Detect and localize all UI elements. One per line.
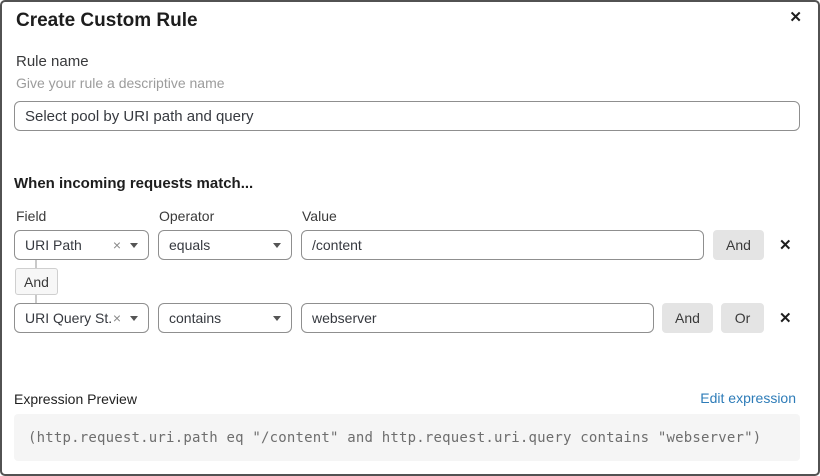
remove-condition-icon[interactable]: ✕ xyxy=(779,236,792,254)
operator-select-value: contains xyxy=(169,310,222,326)
and-button[interactable]: And xyxy=(662,303,713,333)
clear-selection-icon[interactable]: × xyxy=(112,310,121,326)
dialog-title: Create Custom Rule xyxy=(16,10,198,31)
operator-select[interactable]: equals xyxy=(158,230,292,260)
chevron-down-icon xyxy=(273,242,281,248)
operator-select-value: equals xyxy=(169,237,211,253)
chevron-down-icon xyxy=(130,315,138,321)
or-button[interactable]: Or xyxy=(721,303,764,333)
clear-selection-icon[interactable]: × xyxy=(112,237,121,253)
column-label-operator: Operator xyxy=(159,208,215,224)
operator-select[interactable]: contains xyxy=(158,303,292,333)
rule-name-help: Give your rule a descriptive name xyxy=(16,75,225,91)
condition-row-1: URI Path × equals And ✕ xyxy=(14,230,792,260)
connector-line xyxy=(35,295,37,303)
expression-preview-label: Expression Preview xyxy=(14,391,137,407)
rule-name-input[interactable] xyxy=(14,101,800,131)
chevron-down-icon xyxy=(130,242,138,248)
value-input[interactable] xyxy=(301,303,654,333)
field-select-value: URI Query St... xyxy=(25,310,113,326)
expression-code-block: (http.request.uri.path eq "/content" and… xyxy=(14,414,800,461)
value-input[interactable] xyxy=(301,230,704,260)
field-select-value: URI Path xyxy=(25,237,82,253)
edit-expression-link[interactable]: Edit expression xyxy=(700,390,796,406)
and-connector-badge: And xyxy=(15,268,58,295)
remove-condition-icon[interactable]: ✕ xyxy=(779,309,792,327)
condition-row-2: URI Query St... × contains And Or ✕ xyxy=(14,303,792,333)
expression-code: (http.request.uri.path eq "/content" and… xyxy=(28,429,762,446)
rule-name-label: Rule name xyxy=(16,53,89,70)
column-label-field: Field xyxy=(16,208,47,224)
column-label-value: Value xyxy=(302,208,337,224)
and-button[interactable]: And xyxy=(713,230,764,260)
close-icon[interactable]: ✕ xyxy=(789,9,802,26)
match-heading: When incoming requests match... xyxy=(14,175,254,192)
field-select[interactable]: URI Query St... × xyxy=(14,303,149,333)
field-select[interactable]: URI Path × xyxy=(14,230,149,260)
connector-line xyxy=(35,260,37,268)
chevron-down-icon xyxy=(273,315,281,321)
